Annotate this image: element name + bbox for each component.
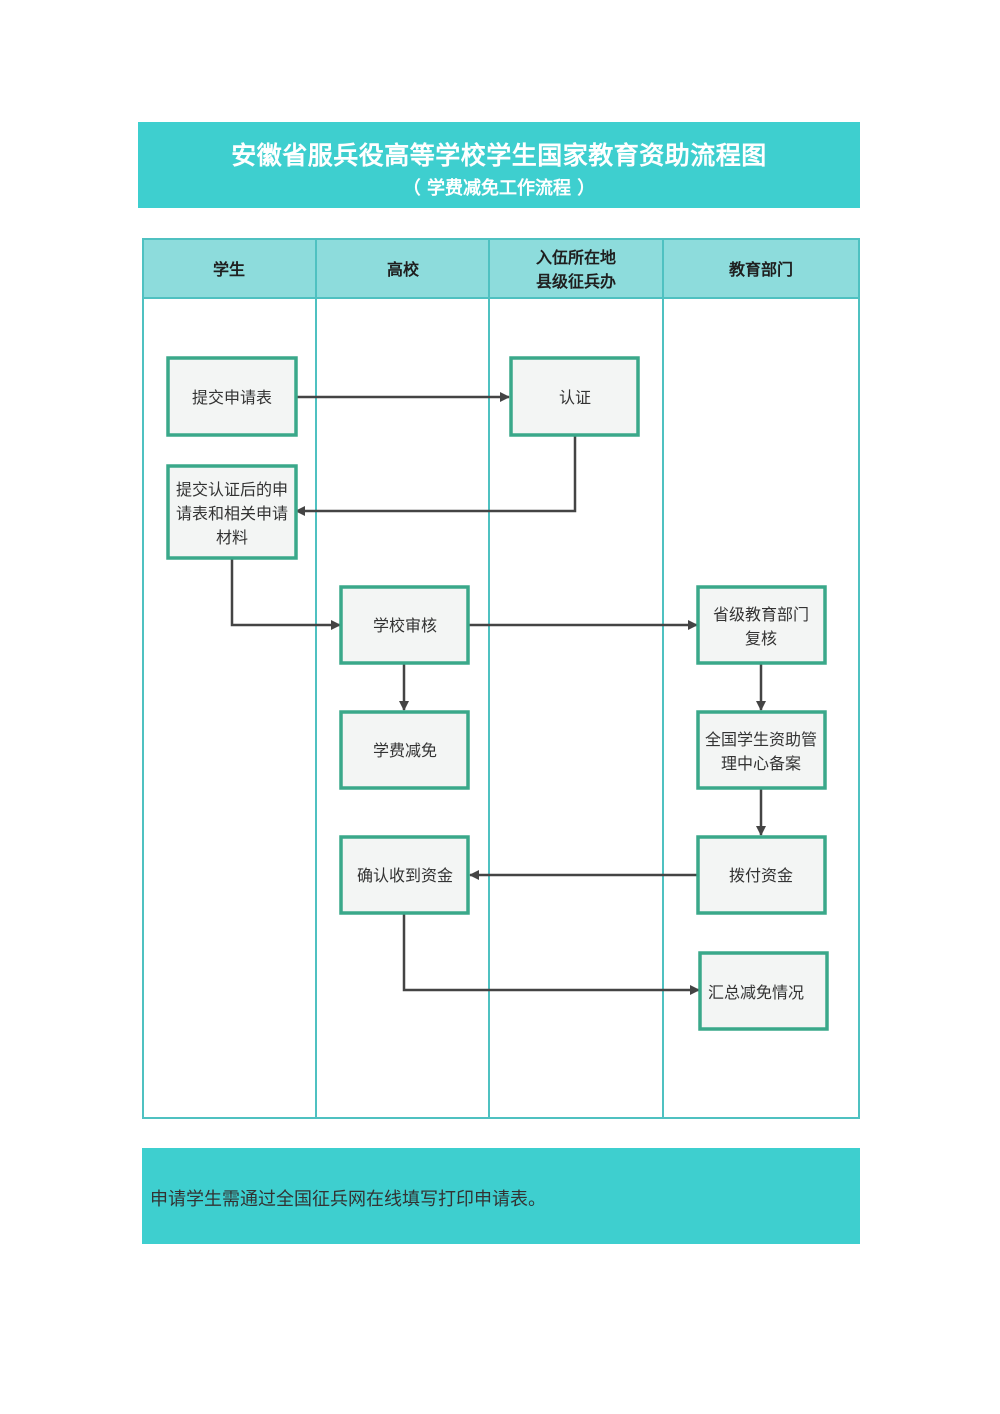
arrow-certify-to-materials	[295, 435, 577, 516]
step-national-filing: 全国学生资助管 理中心备案	[696, 710, 827, 790]
step-submit-materials: 提交认证后的申 请表和相关申请 材料	[166, 464, 298, 560]
step-allocate-funds: 拨付资金	[696, 835, 827, 915]
connectors	[230, 392, 766, 995]
lane-header-student: 学生	[213, 260, 245, 279]
diagram-subtitle: （ 学费减免工作流程 ）	[402, 178, 596, 199]
step-label-line2: 复核	[745, 629, 777, 648]
step-label-line2: 请表和相关申请	[176, 504, 288, 523]
step-label: 汇总减免情况	[708, 983, 804, 1002]
step-label: 学校审核	[373, 616, 437, 635]
step-submit-application: 提交申请表	[166, 356, 298, 437]
note-banner: 申请学生需通过全国征兵网在线填写打印申请表。	[142, 1148, 860, 1244]
step-label-line1: 省级教育部门	[713, 605, 809, 624]
title-banner: 安徽省服兵役高等学校学生国家教育资助流程图 （ 学费减免工作流程 ）	[138, 122, 860, 208]
step-label-line1: 全国学生资助管	[705, 730, 817, 749]
flowchart: 学生 高校 入伍所在地 县级征兵办 教育部门 提交申请表 认证 提交认证后的申 …	[142, 238, 860, 1119]
step-label: 拨付资金	[729, 866, 793, 885]
step-label: 认证	[559, 388, 591, 407]
lane-header-education-dept: 教育部门	[729, 260, 793, 279]
step-label-line1: 提交认证后的申	[176, 480, 288, 499]
step-label-line2: 理中心备案	[721, 754, 801, 773]
note-text: 申请学生需通过全国征兵网在线填写打印申请表。	[150, 1189, 546, 1210]
swimlane-frame	[142, 238, 860, 1119]
step-confirm-funds: 确认收到资金	[339, 835, 470, 915]
step-certify: 认证	[509, 356, 640, 437]
lane-header-veteran-office-line1: 入伍所在地	[536, 248, 616, 267]
step-label: 确认收到资金	[357, 866, 453, 885]
step-tuition-waiver: 学费减免	[339, 710, 470, 790]
step-label: 提交申请表	[192, 388, 272, 407]
step-summarize: 汇总减免情况	[698, 951, 829, 1031]
step-school-review: 学校审核	[339, 585, 470, 665]
step-label: 学费减免	[373, 741, 437, 760]
arrow-confirm-to-summary	[402, 913, 700, 995]
diagram-title: 安徽省服兵役高等学校学生国家教育资助流程图	[231, 141, 767, 170]
arrow-materials-to-review	[230, 558, 341, 630]
lane-header-college: 高校	[387, 260, 420, 279]
lane-header-veteran-office-line2: 县级征兵办	[536, 272, 616, 291]
step-label-line3: 材料	[216, 528, 248, 547]
step-provincial-review: 省级教育部门 复核	[696, 585, 827, 665]
